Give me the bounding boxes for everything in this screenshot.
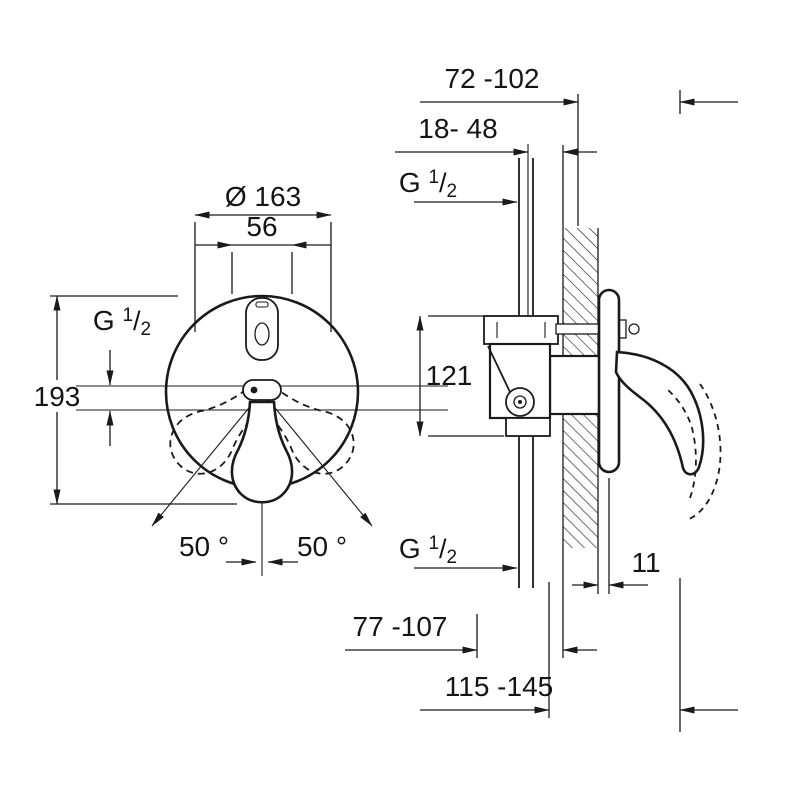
top-thread-label: G 1/2 (399, 167, 457, 202)
escutcheon-profile (597, 288, 621, 474)
handle-swing-dashed-inner (667, 389, 697, 499)
lower-block (505, 417, 551, 437)
dim-port-distance: 121 (416, 315, 504, 437)
front-view: Ø 163 56 193 G 1/2 (33, 181, 448, 576)
angle-dimension: 50 ° 50 ° (179, 531, 347, 566)
front-thread-dim: G 1/2 (93, 305, 151, 446)
supply-pipe-top (518, 158, 534, 316)
depth-min-label: 77 -107 (353, 611, 448, 642)
handle-profile (614, 350, 722, 521)
valve-housing (488, 342, 552, 420)
rough-in-label: 18- 48 (418, 113, 497, 144)
side-view: 72 -102 18- 48 G 1/2 (345, 63, 738, 732)
port-distance-label: 121 (426, 360, 473, 391)
angle-right-label: 50 ° (297, 531, 347, 562)
dim-depth-max: 115 -145 (420, 578, 738, 732)
handle-swing-dashed (686, 383, 722, 521)
height-label: 193 (34, 381, 81, 412)
mounting-bracket (483, 315, 559, 345)
depth-range-label: 72 -102 (445, 63, 540, 94)
trim-depth-label: 11 (631, 547, 660, 578)
dim-height: 193 (33, 295, 237, 505)
bottom-thread-label: G 1/2 (399, 533, 457, 568)
diameter-label: Ø 163 (225, 181, 301, 212)
angle-left-label: 50 ° (179, 531, 229, 562)
dim-width: 56 (195, 211, 331, 294)
angle-lines (151, 391, 373, 527)
dim-rough-in: 18- 48 (395, 113, 597, 316)
height-label-mask (33, 380, 81, 412)
dim-depth-min: 77 -107 (345, 548, 597, 658)
valve-body (483, 315, 640, 588)
valve-neck (548, 354, 602, 416)
dim-depth-range: 72 -102 (420, 63, 738, 226)
wall-section (562, 145, 599, 548)
dim-trim-depth: 11 (572, 478, 661, 594)
depth-max-label: 115 -145 (445, 671, 553, 702)
bottom-thread-dim: G 1/2 (399, 533, 518, 572)
lever-handle (230, 379, 294, 504)
width-label: 56 (246, 211, 277, 242)
screw-head (628, 323, 640, 335)
front-thread-label: G 1/2 (93, 305, 151, 340)
top-thread-dim: G 1/2 (399, 167, 518, 206)
dim-diameter: Ø 163 (194, 181, 332, 332)
cartouche (245, 297, 279, 361)
